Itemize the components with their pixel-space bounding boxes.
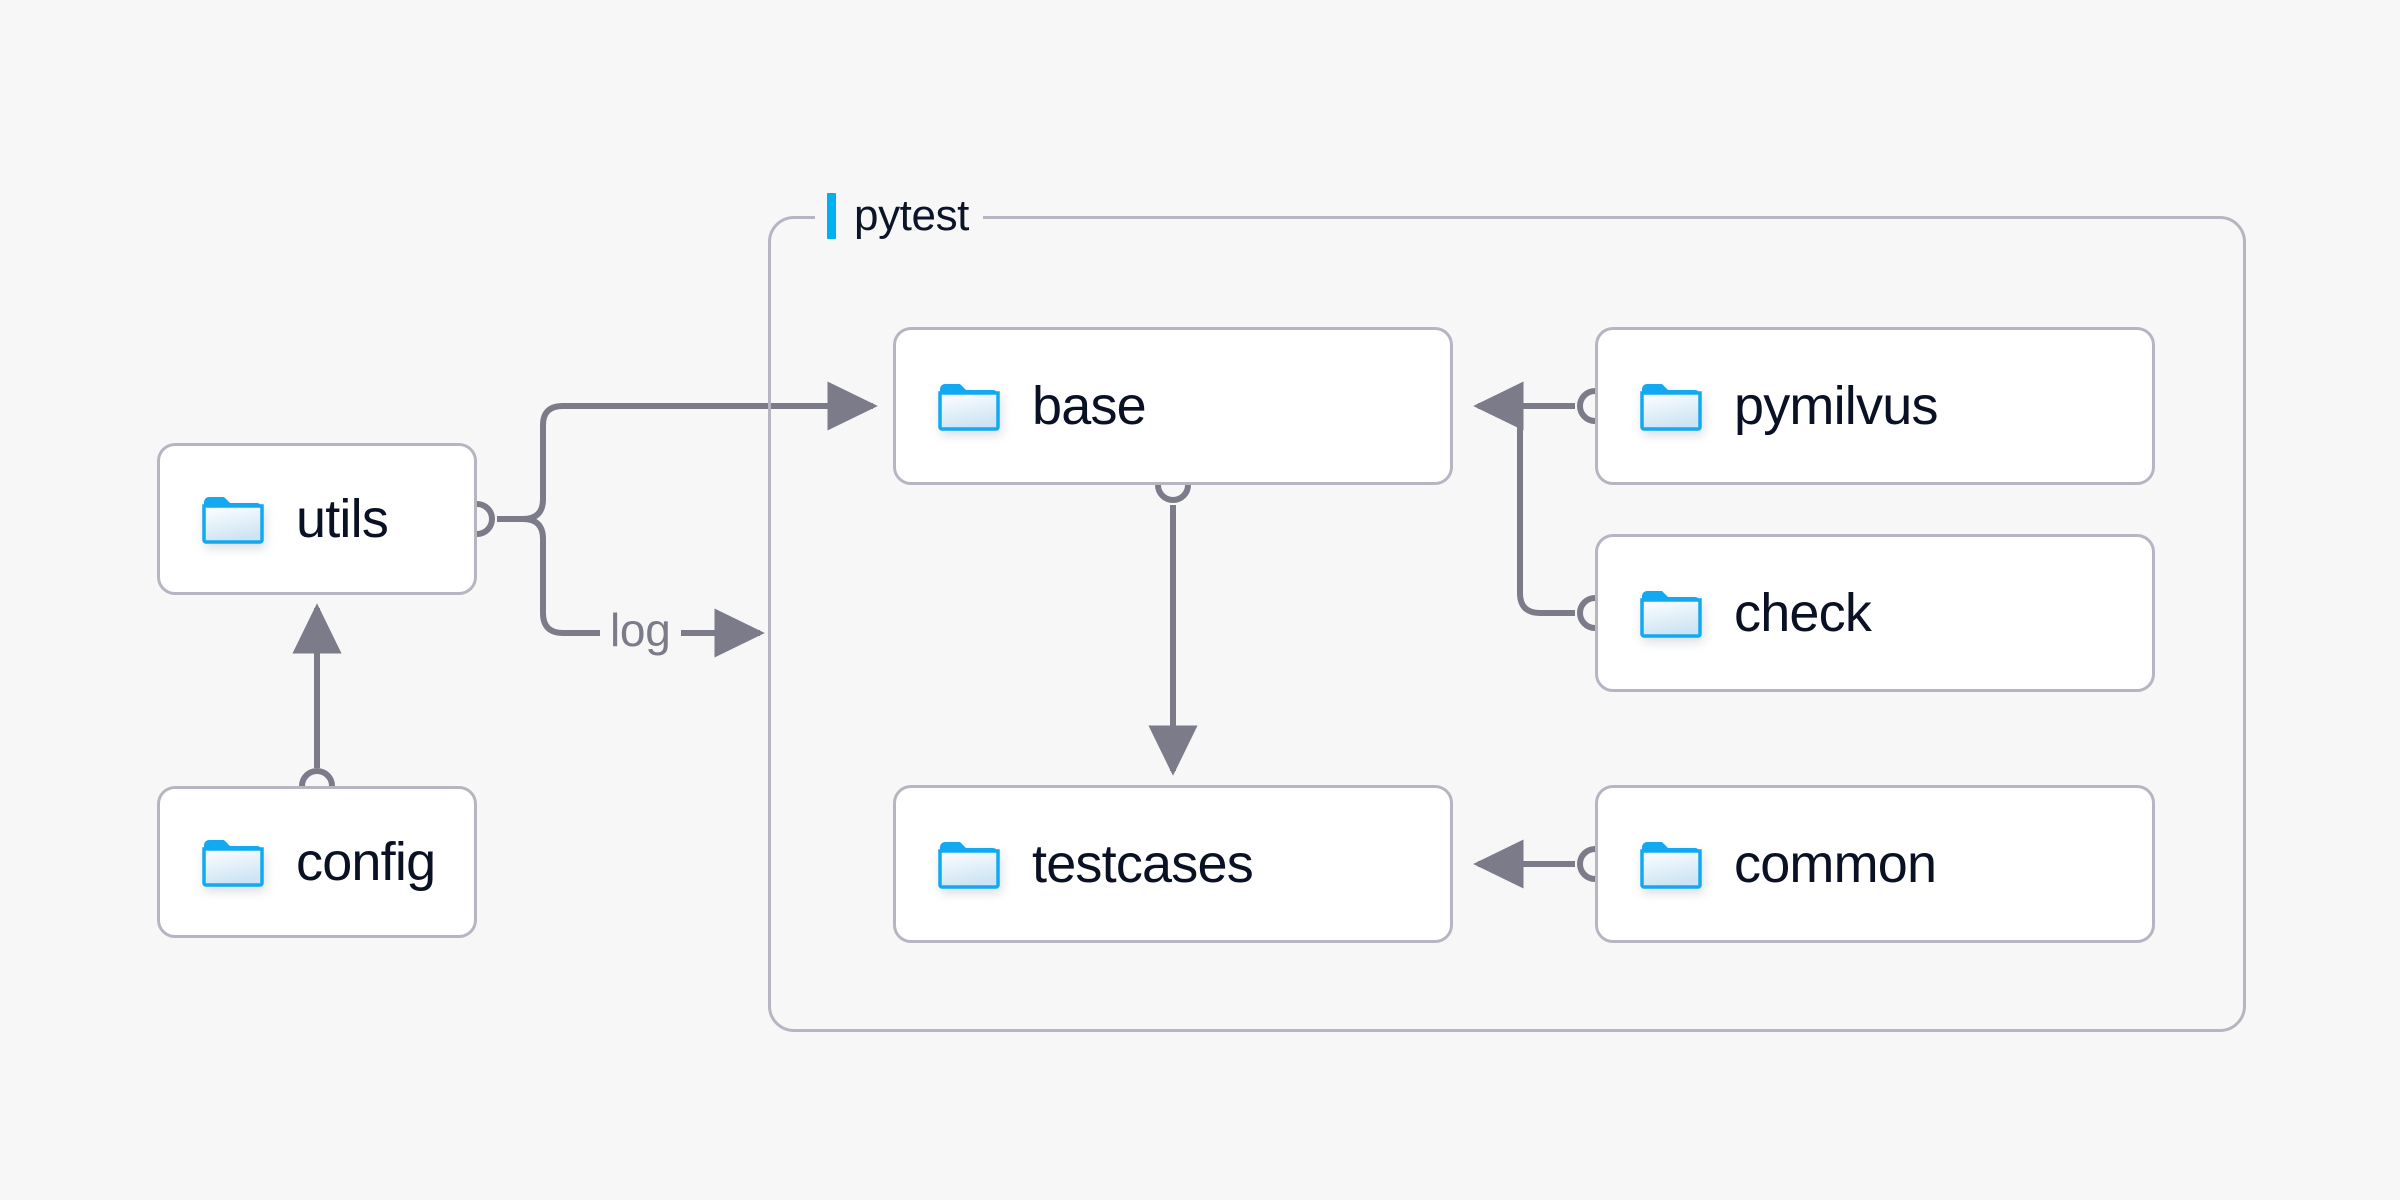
group-accent-bar-icon bbox=[827, 193, 836, 239]
folder-icon bbox=[938, 838, 1000, 890]
folder-icon bbox=[1640, 380, 1702, 432]
node-common[interactable]: common bbox=[1595, 785, 2155, 943]
node-label-config: config bbox=[296, 832, 436, 892]
node-label-pymilvus: pymilvus bbox=[1734, 376, 1938, 436]
node-label-testcases: testcases bbox=[1032, 834, 1254, 894]
folder-icon bbox=[202, 836, 264, 888]
folder-icon bbox=[938, 380, 1000, 432]
node-check[interactable]: check bbox=[1595, 534, 2155, 692]
node-config[interactable]: config bbox=[157, 786, 477, 938]
group-title: pytest bbox=[854, 191, 969, 240]
folder-icon bbox=[1640, 587, 1702, 639]
node-base[interactable]: base bbox=[893, 327, 1453, 485]
node-utils[interactable]: utils bbox=[157, 443, 477, 595]
node-label-check: check bbox=[1734, 583, 1872, 643]
node-testcases[interactable]: testcases bbox=[893, 785, 1453, 943]
group-container-pytest[interactable] bbox=[768, 216, 2246, 1032]
node-pymilvus[interactable]: pymilvus bbox=[1595, 327, 2155, 485]
folder-icon bbox=[1640, 838, 1702, 890]
folder-icon bbox=[202, 493, 264, 545]
group-label-pytest: pytest bbox=[815, 189, 983, 243]
edge-label-log: log bbox=[600, 605, 681, 655]
node-label-base: base bbox=[1032, 376, 1147, 436]
node-label-common: common bbox=[1734, 834, 1937, 894]
node-label-utils: utils bbox=[296, 489, 389, 549]
